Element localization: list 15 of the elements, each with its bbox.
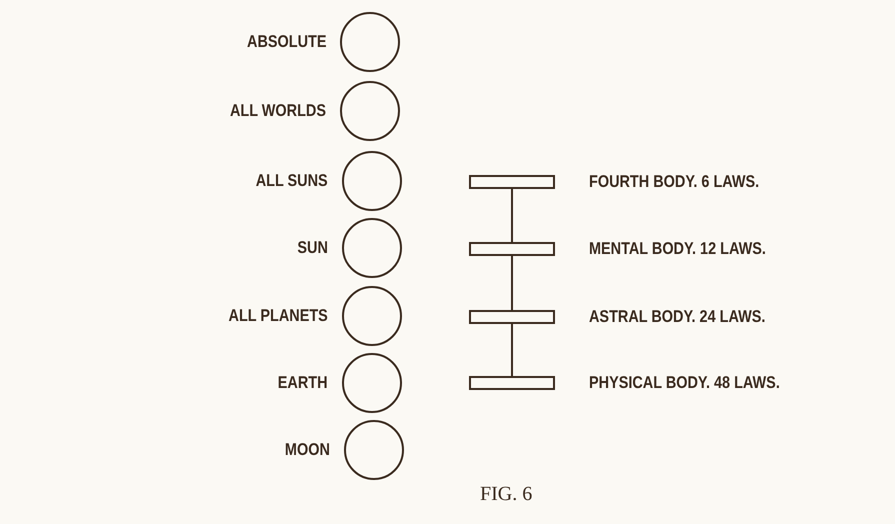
node-label: SUN <box>297 238 328 258</box>
connector-line <box>511 324 513 376</box>
node-label: ALL SUNS <box>256 171 328 191</box>
node-label: FOURTH BODY. 6 LAWS. <box>589 172 760 192</box>
node-label: MOON <box>285 440 330 460</box>
connector-line <box>511 189 513 242</box>
node-label: EARTH <box>278 373 328 393</box>
connector-line <box>511 256 513 310</box>
node-label: ASTRAL BODY. 24 LAWS. <box>589 307 766 327</box>
node-label: ABSOLUTE <box>246 32 326 52</box>
figure-caption: FIG. 6 <box>480 483 532 506</box>
node-label: PHYSICAL BODY. 48 LAWS. <box>589 373 780 393</box>
node-label: ALL PLANETS <box>228 306 328 326</box>
node-label: ALL WORLDS <box>230 101 326 121</box>
node-label: MENTAL BODY. 12 LAWS. <box>589 239 766 259</box>
